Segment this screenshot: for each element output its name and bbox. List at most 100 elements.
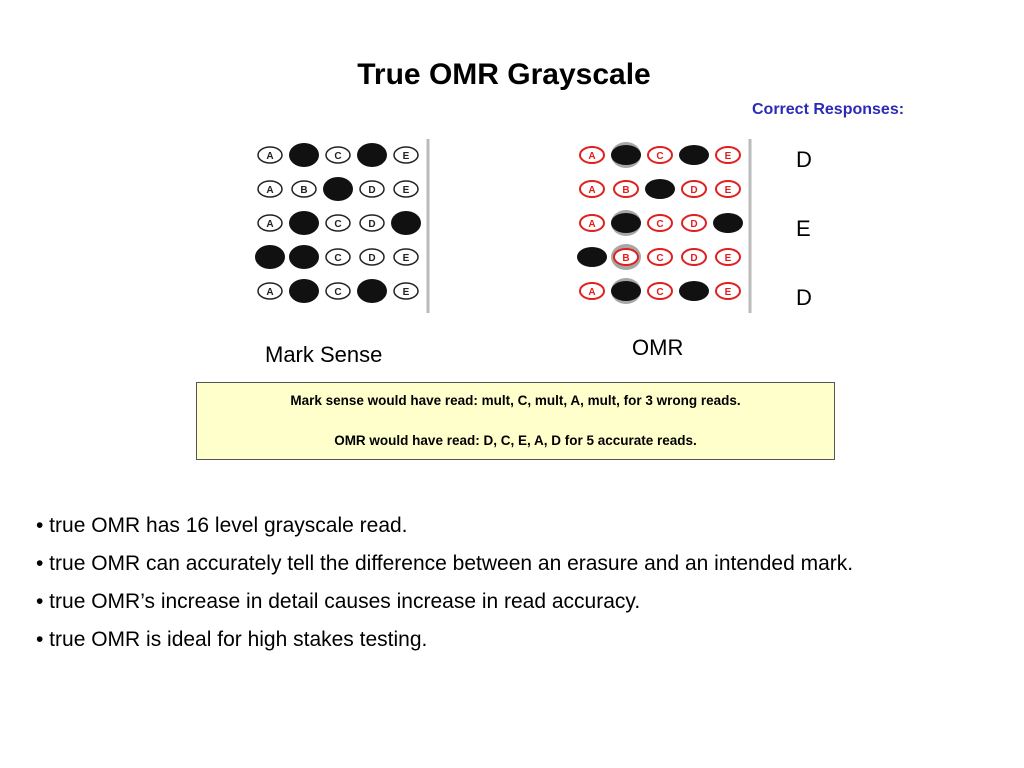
pencil-mark bbox=[611, 281, 641, 301]
mark-sense-sheet-image: ABCDEABCDEABCDEABCDEABCDE bbox=[255, 139, 430, 313]
bubble-letter: A bbox=[588, 219, 595, 230]
pencil-mark bbox=[679, 281, 709, 301]
answer-bubble bbox=[613, 248, 639, 266]
mark-sense-read-result: Mark sense would have read: mult, C, mul… bbox=[290, 393, 741, 408]
answer-bubble bbox=[681, 248, 707, 266]
answer-bubble bbox=[647, 146, 673, 164]
answer-bubble bbox=[257, 180, 283, 198]
bubble-letter: E bbox=[725, 185, 732, 196]
slide-title: True OMR Grayscale bbox=[357, 58, 651, 91]
bubble-letter: D bbox=[368, 219, 375, 230]
pencil-mark bbox=[357, 143, 387, 167]
bubble-letter: E bbox=[403, 151, 410, 162]
omr-answer-sheet: ABCDEABCDEABCDEABCDEABCDE bbox=[560, 137, 756, 317]
pencil-mark bbox=[357, 279, 387, 303]
bullet-list: • true OMR has 16 level grayscale read. … bbox=[36, 512, 976, 664]
answer-bubble bbox=[393, 282, 419, 300]
bubble-letter: D bbox=[690, 219, 697, 230]
bubble-letter: B bbox=[300, 185, 307, 196]
answer-bubble bbox=[257, 282, 283, 300]
answer-bubble bbox=[647, 214, 673, 232]
correct-answer-1: D bbox=[796, 147, 812, 172]
bubble-letter: D bbox=[368, 253, 375, 264]
correct-responses-heading: Correct Responses: bbox=[752, 101, 905, 118]
pencil-mark bbox=[289, 279, 319, 303]
pencil-mark bbox=[611, 145, 641, 165]
answer-bubble bbox=[579, 214, 605, 232]
omr-read-result: OMR would have read: D, C, E, A, D for 5… bbox=[334, 433, 697, 448]
answer-bubble bbox=[715, 248, 741, 266]
omr-caption: OMR bbox=[632, 335, 684, 360]
answer-bubble bbox=[257, 214, 283, 232]
bubble-letter: C bbox=[656, 151, 663, 162]
pencil-mark bbox=[391, 211, 421, 235]
bubble-letter: E bbox=[725, 253, 732, 264]
answer-bubble bbox=[715, 146, 741, 164]
answer-bubble bbox=[325, 282, 351, 300]
bubble-letter: A bbox=[266, 287, 273, 298]
answer-bubble bbox=[715, 180, 741, 198]
bullet-item: • true OMR’s increase in detail causes i… bbox=[36, 590, 641, 613]
bubble-letter: A bbox=[266, 151, 273, 162]
answer-bubble bbox=[681, 180, 707, 198]
pencil-mark bbox=[289, 143, 319, 167]
answer-bubble bbox=[579, 146, 605, 164]
bubble-letter: E bbox=[725, 151, 732, 162]
bubble-letter: E bbox=[403, 253, 410, 264]
answer-bubble bbox=[647, 282, 673, 300]
bubble-letter: D bbox=[690, 185, 697, 196]
bubble-letter: E bbox=[403, 287, 410, 298]
bullet-item: • true OMR has 16 level grayscale read. bbox=[36, 514, 408, 537]
bubble-letter: C bbox=[334, 151, 341, 162]
answer-bubble bbox=[291, 180, 317, 198]
answer-bubble bbox=[613, 180, 639, 198]
answer-bubble bbox=[325, 214, 351, 232]
answer-bubble bbox=[647, 248, 673, 266]
read-results-box: Mark sense would have read: mult, C, mul… bbox=[196, 382, 835, 460]
bubble-letter: C bbox=[334, 287, 341, 298]
bubble-letter: A bbox=[588, 151, 595, 162]
pencil-mark bbox=[255, 245, 285, 269]
bubble-letter: B bbox=[622, 253, 629, 264]
answer-bubble bbox=[579, 180, 605, 198]
answer-bubble bbox=[325, 248, 351, 266]
bubble-letter: C bbox=[334, 219, 341, 230]
bullet-item: • true OMR can accurately tell the diffe… bbox=[36, 552, 854, 575]
omr-sheet-image: ABCDEABCDEABCDEABCDEABCDE bbox=[577, 139, 752, 313]
pencil-mark bbox=[611, 213, 641, 233]
bullet-item: • true OMR is ideal for high stakes test… bbox=[36, 628, 428, 651]
answer-bubble bbox=[257, 146, 283, 164]
bubble-letter: A bbox=[266, 185, 273, 196]
bubble-letter: A bbox=[588, 287, 595, 298]
answer-bubble bbox=[359, 248, 385, 266]
bubble-letter: E bbox=[725, 287, 732, 298]
answer-bubble bbox=[715, 282, 741, 300]
answer-bubble bbox=[359, 214, 385, 232]
answer-bubble bbox=[393, 146, 419, 164]
answer-bubble bbox=[393, 248, 419, 266]
pencil-mark bbox=[645, 179, 675, 199]
bubble-letter: A bbox=[266, 219, 273, 230]
answer-bubble bbox=[681, 214, 707, 232]
mark-sense-answer-sheet: ABCDEABCDEABCDEABCDEABCDE bbox=[238, 137, 434, 317]
pencil-mark bbox=[289, 211, 319, 235]
bubble-letter: D bbox=[690, 253, 697, 264]
answer-bubble bbox=[393, 180, 419, 198]
answer-bubble bbox=[359, 180, 385, 198]
bubble-letter: C bbox=[656, 253, 663, 264]
pencil-mark bbox=[679, 145, 709, 165]
bubble-letter: C bbox=[334, 253, 341, 264]
bubble-letter: C bbox=[656, 219, 663, 230]
pencil-mark bbox=[289, 245, 319, 269]
bubble-letter: E bbox=[403, 185, 410, 196]
mark-sense-caption: Mark Sense bbox=[265, 342, 383, 367]
pencil-mark bbox=[713, 213, 743, 233]
answer-bubble bbox=[325, 146, 351, 164]
bubble-letter: A bbox=[588, 185, 595, 196]
correct-answer-2: E bbox=[796, 216, 811, 241]
pencil-mark bbox=[577, 247, 607, 267]
correct-answer-3: D bbox=[796, 285, 812, 310]
bubble-letter: C bbox=[656, 287, 663, 298]
bubble-letter: B bbox=[622, 185, 629, 196]
answer-bubble bbox=[579, 282, 605, 300]
